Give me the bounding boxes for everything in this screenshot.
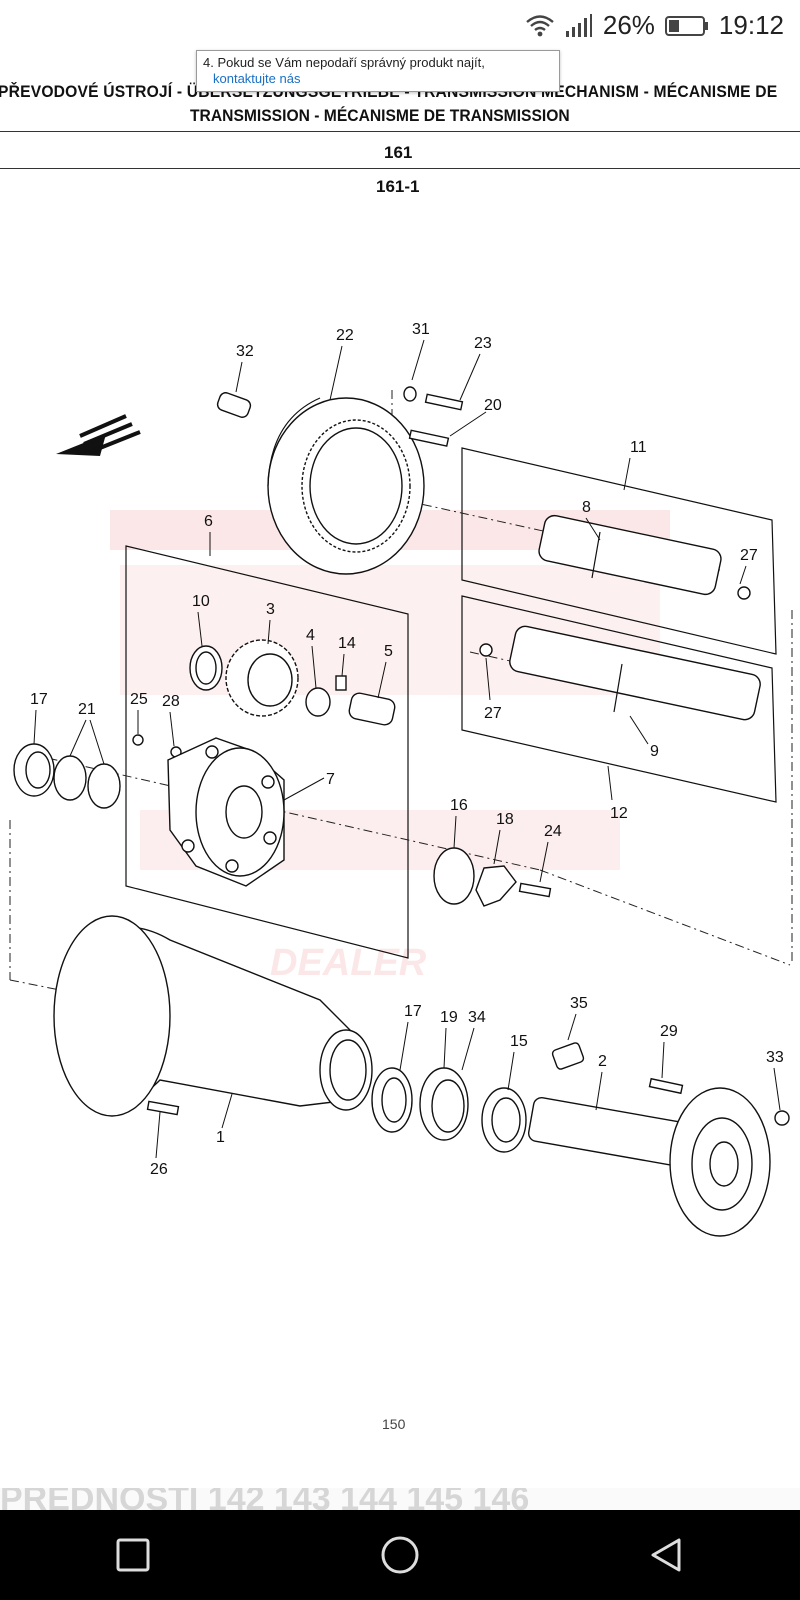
contact-tooltip: 4. Pokud se Vám nepodaří správný produkt… [196,50,560,92]
label-25: 25 [130,691,148,708]
label-17-bottom: 17 [404,1003,422,1020]
label-3: 3 [266,601,275,618]
label-10: 10 [192,593,210,610]
label-23: 23 [474,335,492,352]
status-bar: 26% 19:12 [0,0,800,54]
tooltip-text: 4. Pokud se Vám nepodaří správný produkt… [203,55,485,70]
part-6-planet-group [132,639,396,763]
signal-icon [565,13,593,39]
part-17-21-seals [13,743,121,809]
part-labels: 1 2 3 4 5 6 7 8 9 10 11 12 14 15 16 17 1… [30,321,784,1178]
part-7-carrier [167,737,285,887]
label-29: 29 [660,1023,678,1040]
watermark-dealer: DEALER [270,942,427,984]
label-15: 15 [510,1033,528,1050]
exploded-parts-diagram: DEALER [9,321,793,1237]
back-button[interactable] [627,1525,707,1585]
label-34: 34 [468,1009,486,1026]
label-14: 14 [338,635,356,652]
label-31: 31 [412,321,430,338]
document-title-line-2: TRANSMISSION - MÉCANISME DE TRANSMISSION [190,106,570,125]
part-2-drive-shaft [527,1077,790,1237]
header-rule-bottom [0,168,800,169]
status-bar-right: 26% 19:12 [525,10,784,41]
subsection-number: 161-1 [376,177,420,196]
label-1: 1 [216,1129,225,1146]
square-icon [116,1538,150,1572]
label-27-bottom: 27 [484,705,502,722]
wifi-icon [525,13,555,39]
part-9-shaft [479,625,761,721]
label-28: 28 [162,693,180,710]
label-32: 32 [236,343,254,360]
section-number: 161 [384,143,413,162]
label-17-top: 17 [30,691,48,708]
label-24: 24 [544,823,562,840]
label-26: 26 [150,1161,168,1178]
group-box-11 [461,447,777,655]
label-8: 8 [582,499,591,516]
label-19: 19 [440,1009,458,1026]
group-box-6 [125,545,409,959]
recent-apps-button[interactable] [93,1525,173,1585]
label-20: 20 [484,397,502,414]
part-bolts [403,386,464,447]
label-6: 6 [204,513,213,530]
watermark: DEALER [110,510,670,984]
bottom-partial-text: PŘEDNOSTÍ 142 143 144 145 146 [0,1488,800,1510]
contact-link[interactable]: kontaktujte nás [213,71,301,86]
header-rule-top [0,131,800,132]
part-32-sensor [216,392,252,418]
part-1-axle-housing [53,915,373,1117]
label-22: 22 [336,327,354,344]
label-12: 12 [610,805,628,822]
circle-icon [381,1536,419,1574]
part-22-ring-gear [267,397,425,575]
clock: 19:12 [718,10,784,40]
triangle-back-icon [651,1538,681,1572]
part-8-shaft [538,514,751,600]
label-7: 7 [326,771,335,788]
label-11: 11 [630,439,647,456]
navigation-bar [0,1510,800,1600]
page-number: 150 [382,1416,406,1432]
label-33: 33 [766,1049,784,1066]
label-18: 18 [496,811,514,828]
label-2: 2 [598,1053,607,1070]
label-16: 16 [450,797,468,814]
label-5: 5 [384,643,393,660]
label-21: 21 [78,701,96,718]
label-35: 35 [570,995,588,1012]
part-bearing-rings [371,1042,585,1153]
direction-arrow-icon [56,414,141,456]
group-box-12 [461,595,777,803]
label-27-top: 27 [740,547,758,564]
label-9: 9 [650,743,659,760]
battery-percent: 26% [602,10,655,40]
leader-lines [33,339,781,1159]
part-16-18-24 [433,847,552,907]
home-button[interactable] [360,1525,440,1585]
battery-icon [664,14,709,38]
label-4: 4 [306,627,315,644]
